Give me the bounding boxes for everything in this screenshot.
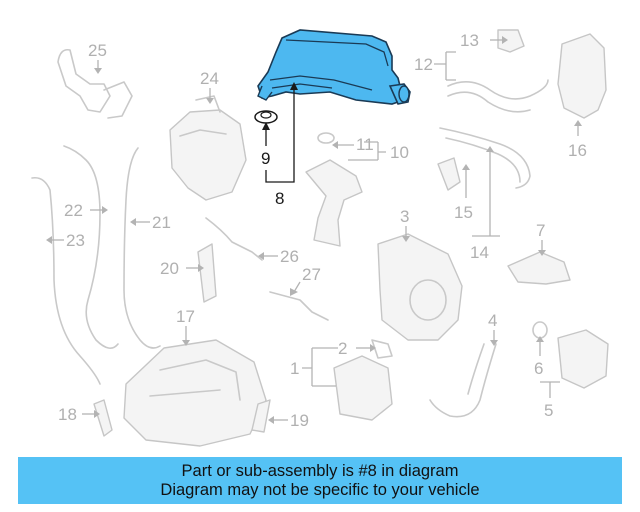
callout-19: 19 bbox=[290, 411, 309, 430]
callout-14: 14 bbox=[470, 243, 489, 262]
callout-12: 12 bbox=[414, 55, 433, 74]
parts-5-6 bbox=[532, 321, 609, 389]
callout-18: 18 bbox=[58, 405, 77, 424]
callout-16: 16 bbox=[568, 141, 587, 160]
part-17 bbox=[123, 339, 267, 447]
part-9-grommet bbox=[254, 110, 278, 124]
callout-26: 26 bbox=[280, 247, 299, 266]
part-3 bbox=[377, 233, 463, 341]
callout-7: 7 bbox=[536, 221, 545, 240]
callout-1: 1 bbox=[290, 359, 299, 378]
callout-23: 23 bbox=[66, 231, 85, 250]
callout-2: 2 bbox=[338, 339, 347, 358]
callout-24: 24 bbox=[200, 69, 219, 88]
parts-18-19 bbox=[93, 399, 271, 437]
parts-21-22-23-tubes bbox=[31, 145, 161, 385]
callout-22: 22 bbox=[64, 201, 83, 220]
callout-4: 4 bbox=[488, 311, 497, 330]
tank-outlet-ring bbox=[398, 85, 410, 103]
callout-6: 6 bbox=[534, 359, 543, 378]
leader-lines bbox=[46, 36, 582, 424]
highlighted-part-8[interactable] bbox=[257, 29, 411, 105]
part-24 bbox=[169, 95, 247, 201]
part-25 bbox=[57, 48, 133, 119]
parts-26-27-sensors bbox=[205, 217, 329, 321]
info-banner: Part or sub-assembly is #8 in diagram Di… bbox=[18, 457, 622, 504]
tank-ridge bbox=[269, 39, 389, 91]
parts-14-15-pipe bbox=[437, 127, 531, 191]
parts-1-2 bbox=[333, 339, 393, 421]
callout-8[interactable]: 8 bbox=[275, 189, 284, 208]
parts-10-11-bracket bbox=[305, 132, 363, 247]
parts-12-13-hose bbox=[447, 29, 549, 113]
callout-10: 10 bbox=[390, 143, 409, 162]
callout-15: 15 bbox=[454, 203, 473, 222]
callout-labels: 25 24 9 8 13 12 11 10 16 15 14 22 21 23 … bbox=[58, 31, 587, 430]
callout-13: 13 bbox=[460, 31, 479, 50]
callout-9[interactable]: 9 bbox=[261, 149, 270, 168]
callout-21: 21 bbox=[152, 213, 171, 232]
callout-5: 5 bbox=[544, 401, 553, 420]
banner-line-1: Part or sub-assembly is #8 in diagram bbox=[181, 461, 459, 480]
callout-3: 3 bbox=[400, 207, 409, 226]
callout-27: 27 bbox=[302, 265, 321, 284]
callout-11: 11 bbox=[356, 135, 374, 154]
part-7 bbox=[507, 251, 571, 285]
callout-17: 17 bbox=[176, 307, 195, 326]
callout-25: 25 bbox=[88, 41, 107, 60]
part-4-hose bbox=[429, 343, 497, 418]
part-16 bbox=[557, 33, 607, 119]
banner-line-2: Diagram may not be specific to your vehi… bbox=[160, 480, 480, 499]
tank-body bbox=[257, 29, 405, 105]
callout-20: 20 bbox=[160, 259, 179, 278]
part-20 bbox=[197, 243, 217, 303]
tank-bracket bbox=[257, 85, 273, 101]
